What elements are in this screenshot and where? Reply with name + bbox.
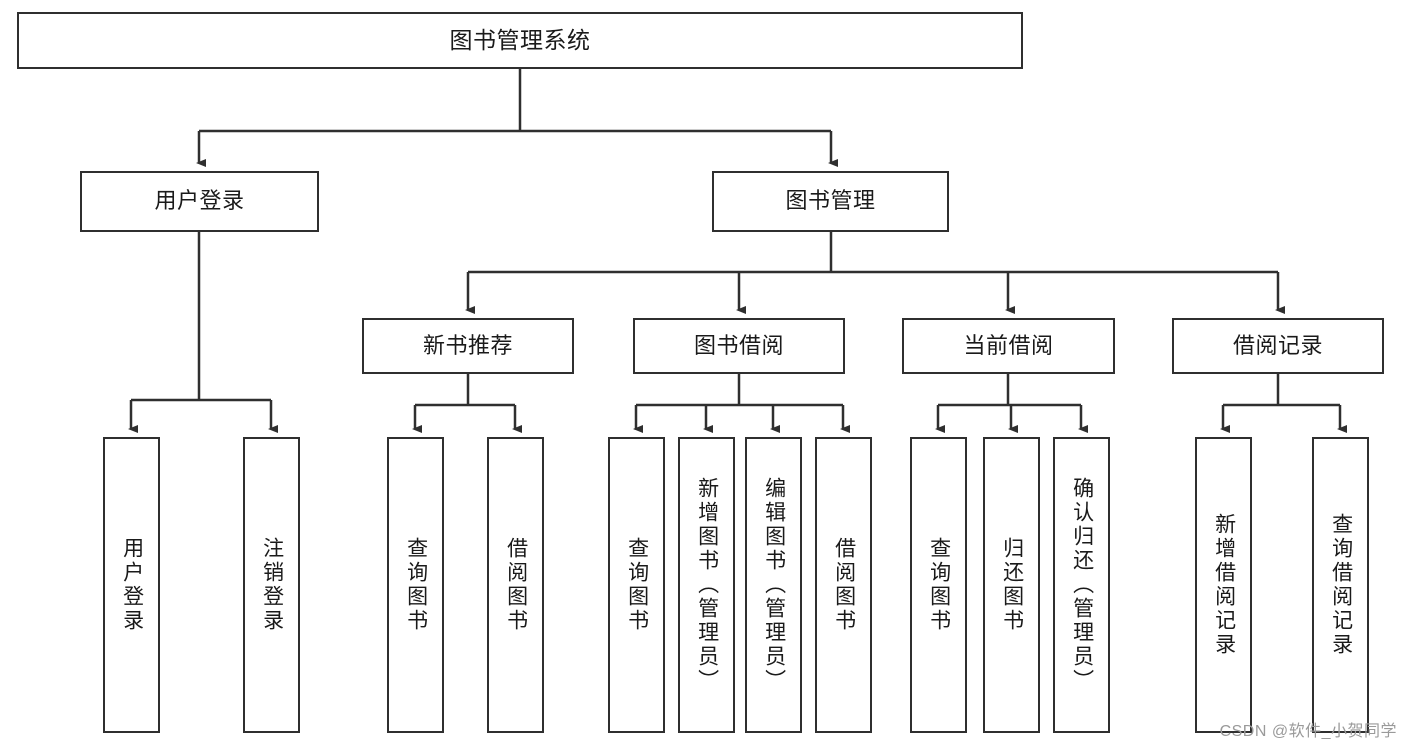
node-new-book-recommend[interactable]: 新书推荐	[362, 318, 574, 374]
node-book-management[interactable]: 图书管理	[712, 171, 949, 232]
node-user-login[interactable]: 用户登录	[80, 171, 319, 232]
csdn-watermark: CSDN @软件_小贺同学	[1219, 723, 1397, 740]
leaf-label: 借阅图书	[832, 537, 856, 633]
leaf-label: 注销登录	[260, 537, 284, 633]
node-book-borrow[interactable]: 图书借阅	[633, 318, 845, 374]
leaf-label: 查询图书	[404, 537, 428, 633]
leaf-query-borrow-record[interactable]: 查询借阅记录	[1312, 437, 1369, 733]
leaf-label: 新增图书（管理员）	[695, 477, 719, 693]
leaf-edit-book-admin[interactable]: 编辑图书（管理员）	[745, 437, 802, 733]
leaf-confirm-return-admin[interactable]: 确认归还（管理员）	[1053, 437, 1110, 733]
leaf-borrow-book[interactable]: 借阅图书	[815, 437, 872, 733]
leaf-add-book-admin[interactable]: 新增图书（管理员）	[678, 437, 735, 733]
leaf-add-borrow-record[interactable]: 新增借阅记录	[1195, 437, 1252, 733]
leaf-return-book[interactable]: 归还图书	[983, 437, 1040, 733]
node-root-system[interactable]: 图书管理系统	[17, 12, 1023, 69]
leaf-user-logout[interactable]: 注销登录	[243, 437, 300, 733]
leaf-label: 查询借阅记录	[1329, 513, 1353, 657]
leaf-label: 新增借阅记录	[1212, 513, 1236, 657]
leaf-query-book-recommend[interactable]: 查询图书	[387, 437, 444, 733]
leaf-query-book-current[interactable]: 查询图书	[910, 437, 967, 733]
leaf-label: 用户登录	[120, 537, 144, 633]
node-borrow-record[interactable]: 借阅记录	[1172, 318, 1384, 374]
leaf-label: 编辑图书（管理员）	[762, 477, 786, 693]
leaf-label: 查询图书	[625, 537, 649, 633]
node-current-borrow[interactable]: 当前借阅	[902, 318, 1115, 374]
leaf-label: 确认归还（管理员）	[1070, 477, 1094, 693]
leaf-label: 查询图书	[927, 537, 951, 633]
leaf-query-book-borrow[interactable]: 查询图书	[608, 437, 665, 733]
leaf-borrow-book-recommend[interactable]: 借阅图书	[487, 437, 544, 733]
leaf-label: 归还图书	[1000, 537, 1024, 633]
leaf-user-login[interactable]: 用户登录	[103, 437, 160, 733]
leaf-label: 借阅图书	[504, 537, 528, 633]
